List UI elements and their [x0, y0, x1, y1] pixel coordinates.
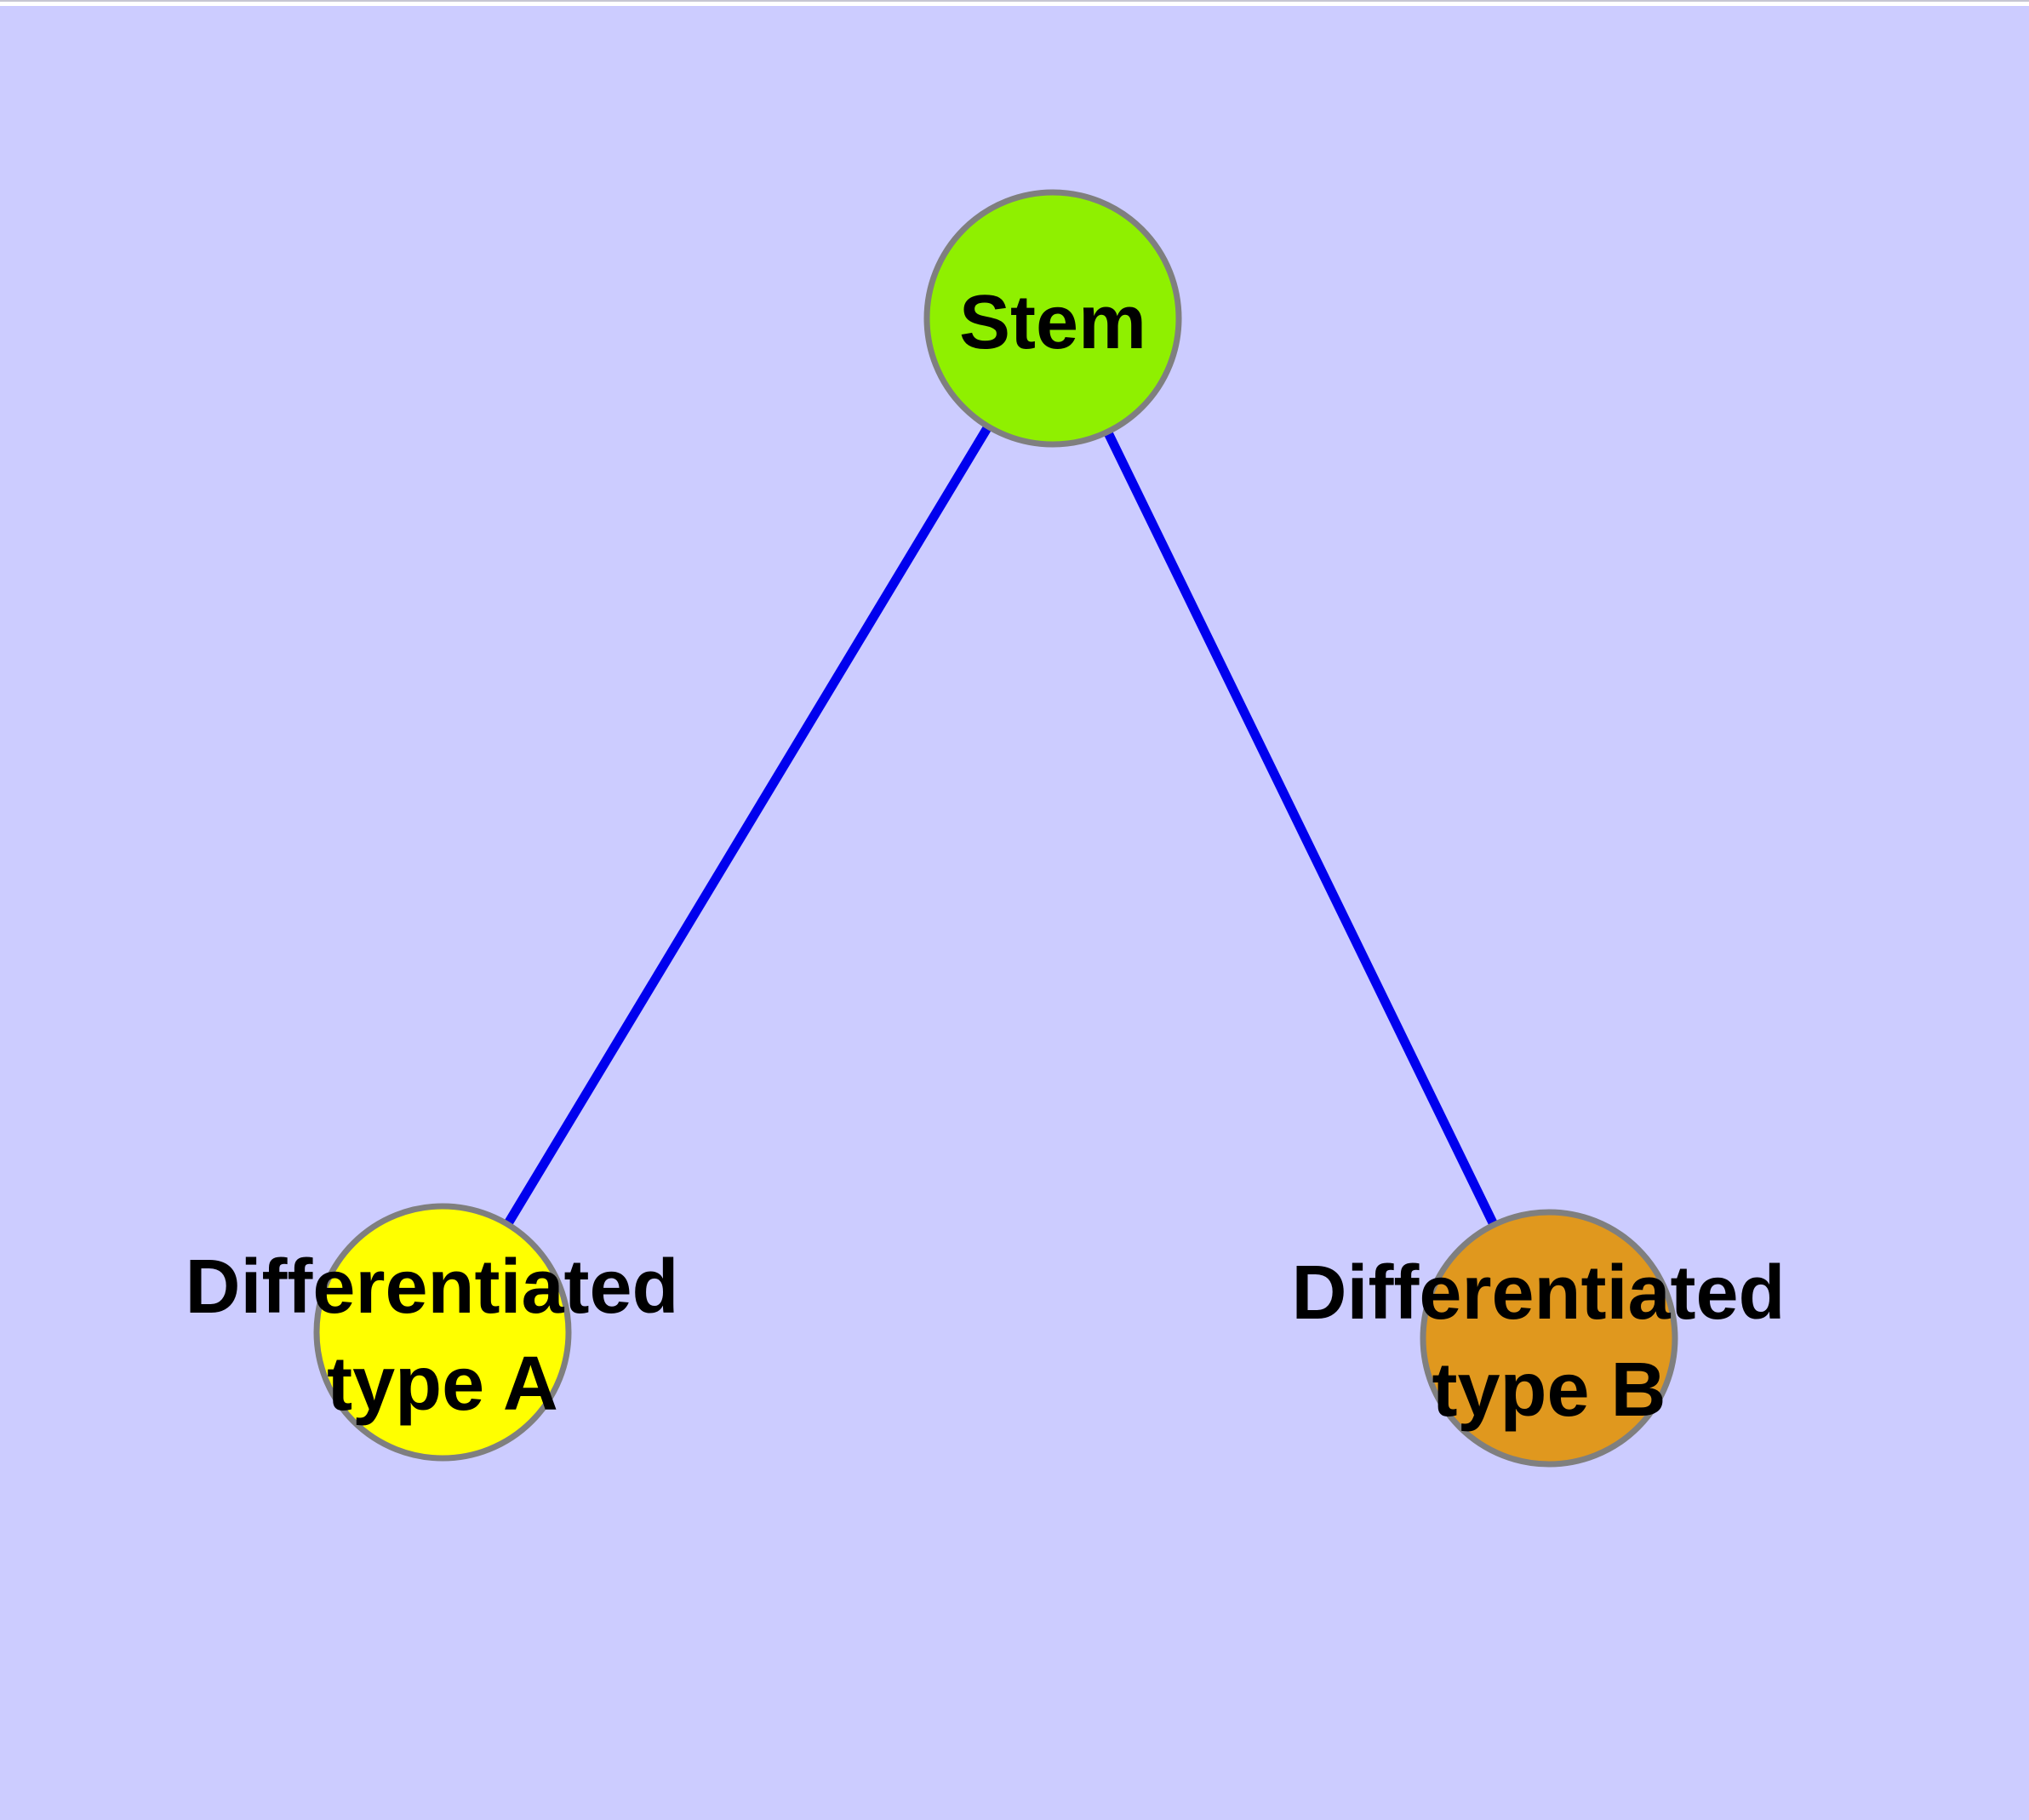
stem-node [923, 189, 1182, 448]
type-a-label-line2: type A [327, 1342, 558, 1427]
edge-stem-to-type-b [1049, 317, 1553, 1341]
differentiated-type-b-node-label: Differentiated type B [1291, 1251, 1806, 1433]
differentiated-type-a-node [313, 1203, 572, 1462]
window-top-edge [0, 0, 2029, 6]
type-b-label-line1: Differentiated [1291, 1251, 1785, 1336]
stem-node-label: Stem [959, 280, 1146, 365]
differentiated-type-b-node [1420, 1209, 1678, 1468]
differentiated-type-a-node-label: Differentiated type A [185, 1245, 700, 1427]
type-a-label-line1: Differentiated [185, 1245, 678, 1330]
type-b-label-line2: type B [1432, 1348, 1666, 1433]
edge-stem-to-type-a [438, 317, 1057, 1335]
